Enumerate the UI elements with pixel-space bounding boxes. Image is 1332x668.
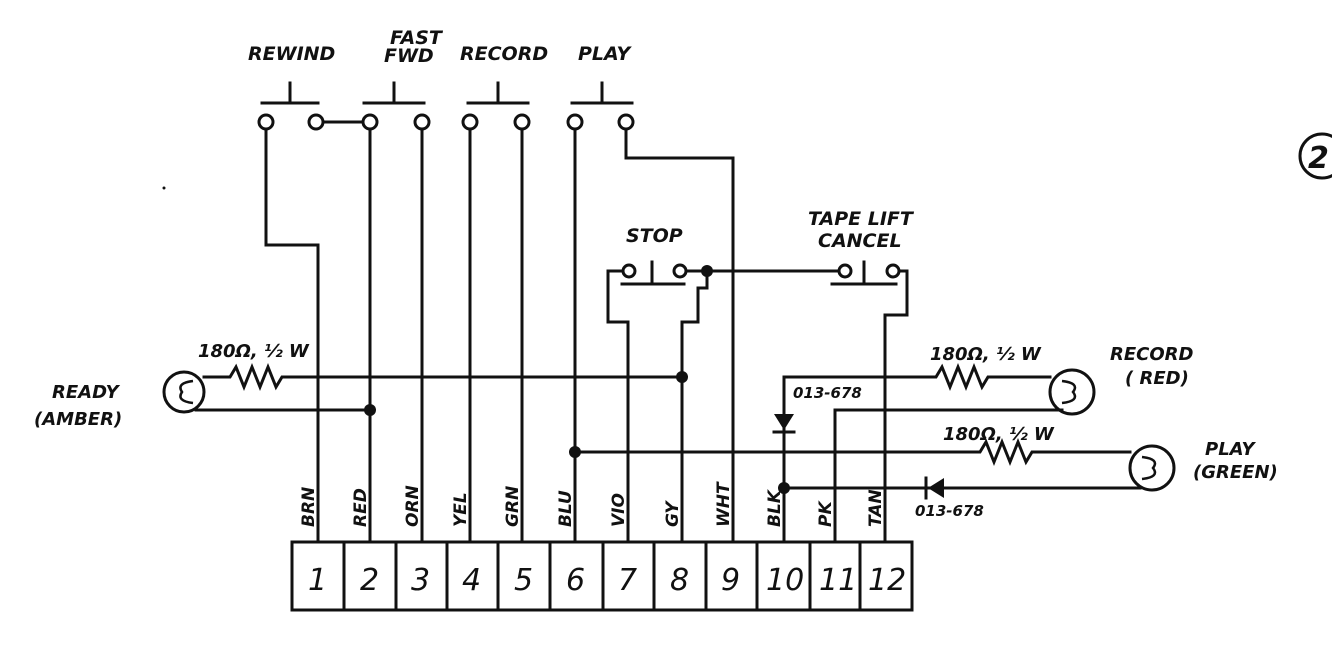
record-switch-label: RECORD bbox=[460, 43, 548, 65]
wire-color-1: BRN bbox=[299, 487, 319, 527]
fast-fwd-label-line2: FWD bbox=[384, 45, 434, 67]
terminal-1: 1 bbox=[308, 563, 327, 598]
record-resistor bbox=[782, 362, 1052, 392]
tape-lift-cancel-switch bbox=[830, 260, 901, 286]
terminal-9: 9 bbox=[721, 563, 740, 598]
wire-9 bbox=[624, 127, 735, 544]
play-lamp-label-line1: PLAY bbox=[1205, 439, 1257, 460]
stray-mark bbox=[162, 186, 166, 190]
terminal-6: 6 bbox=[566, 563, 585, 598]
fast-fwd-label-line1: FAST bbox=[390, 27, 444, 49]
terminal-block bbox=[290, 540, 914, 612]
stop-label: STOP bbox=[626, 225, 683, 247]
play-resistor-label: 180Ω, ½ W bbox=[943, 424, 1055, 445]
stop-left-wire bbox=[606, 269, 630, 544]
wire-color-2: RED bbox=[351, 488, 371, 527]
wire-color-10: BLK bbox=[765, 488, 785, 527]
ready-lamp bbox=[162, 370, 206, 414]
tape-lift-label-line1: TAPE LIFT bbox=[808, 208, 915, 230]
terminal-4: 4 bbox=[462, 563, 481, 598]
terminal-12: 12 bbox=[868, 563, 906, 598]
rewind-switch bbox=[257, 81, 325, 131]
wire-color-9: WHT bbox=[714, 481, 734, 527]
play-diode-label: 013-678 bbox=[915, 502, 984, 520]
stop-switch bbox=[620, 260, 688, 286]
junction-ready-2 bbox=[364, 404, 376, 416]
terminal-11: 11 bbox=[819, 563, 857, 598]
play-switch-label: PLAY bbox=[578, 43, 633, 65]
terminal-5: 5 bbox=[514, 563, 533, 598]
page-marker: 2 bbox=[1298, 132, 1332, 180]
record-lamp bbox=[1048, 368, 1096, 416]
record-diode-label: 013-678 bbox=[793, 384, 862, 402]
wire-color-8: GY bbox=[663, 500, 683, 527]
play-resistor bbox=[573, 437, 1132, 467]
junction-stop bbox=[701, 265, 713, 277]
ready-resistor-label: 180Ω, ½ W bbox=[198, 341, 310, 362]
play-diode bbox=[782, 476, 1142, 500]
record-switch bbox=[461, 81, 531, 131]
terminal-8: 8 bbox=[670, 563, 689, 598]
ready-lamp-label-line1: READY bbox=[52, 382, 121, 403]
fast-fwd-switch bbox=[361, 81, 431, 131]
ready-lamp-label-line2: (AMBER) bbox=[34, 409, 122, 430]
play-switch bbox=[566, 81, 635, 131]
record-lamp-label-line1: RECORD bbox=[1110, 344, 1194, 365]
wire-color-3: ORN bbox=[403, 485, 423, 527]
wire-1 bbox=[264, 127, 320, 544]
record-diode bbox=[772, 375, 796, 544]
junction-play-10 bbox=[778, 482, 790, 494]
play-lamp-label-line2: (GREEN) bbox=[1193, 462, 1278, 483]
record-resistor-label: 180Ω, ½ W bbox=[930, 344, 1042, 365]
terminal-7: 7 bbox=[618, 563, 637, 598]
tape-lift-label-line2: CANCEL bbox=[818, 230, 902, 252]
wire-color-4: YEL bbox=[451, 492, 471, 527]
wire-12 bbox=[883, 269, 909, 544]
wire-color-11: PK bbox=[816, 500, 836, 527]
junction-play-6 bbox=[569, 446, 581, 458]
terminal-3: 3 bbox=[411, 563, 430, 598]
wire-11 bbox=[833, 408, 1064, 544]
ready-resistor bbox=[202, 362, 684, 392]
play-lamp bbox=[1128, 444, 1176, 492]
terminal-2: 2 bbox=[360, 563, 379, 598]
record-lamp-label-line2: ( RED) bbox=[1125, 368, 1189, 389]
wire-color-6: BLU bbox=[556, 490, 576, 527]
terminal-10: 10 bbox=[766, 563, 804, 598]
wire-color-7: VIO bbox=[609, 493, 629, 527]
wire-color-5: GRN bbox=[503, 486, 523, 527]
junction-ready-8 bbox=[676, 371, 688, 383]
rewind-label: REWIND bbox=[248, 43, 335, 65]
wire-color-12: TAN bbox=[866, 489, 886, 527]
page-marker-number: 2 bbox=[1308, 141, 1329, 176]
stop-right-wire bbox=[680, 269, 709, 544]
